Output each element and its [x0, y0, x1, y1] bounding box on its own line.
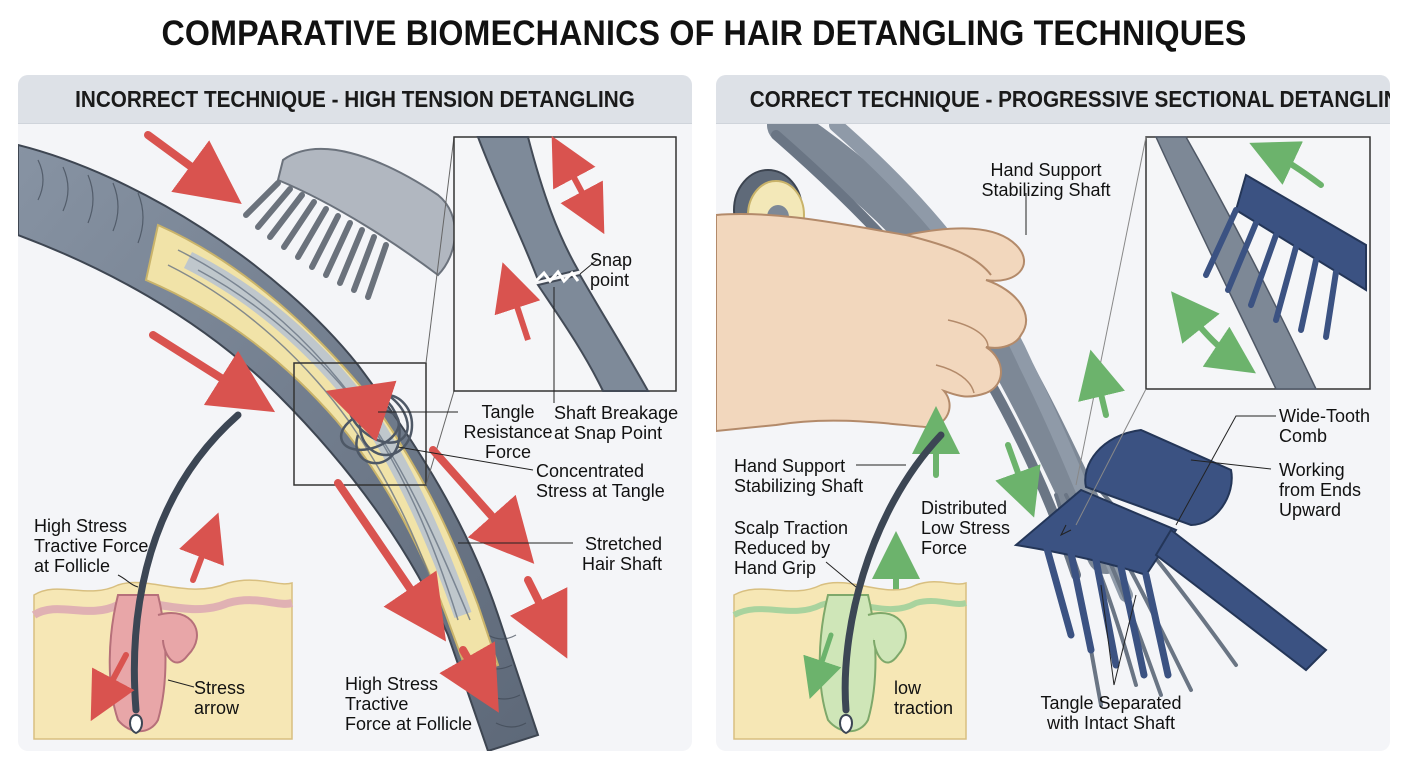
label-stretched-shaft: Stretched Hair Shaft — [581, 534, 662, 574]
label-tangle-separated: Tangle Separated with Intact Shaft — [1040, 693, 1182, 733]
snap-jagged — [534, 269, 580, 284]
hand — [716, 213, 1027, 433]
zoom-green-arrows — [1171, 141, 1324, 374]
correct-technique-illustration — [716, 106, 1371, 740]
zoom-shaft-upper — [476, 136, 580, 282]
label-shaft-breakage: Shaft Breakage at Snap Point — [554, 403, 679, 443]
correct-panel-title: CORRECT TECHNIQUE - PROGRESSIVE SECTIONA… — [749, 86, 1390, 112]
follicle-hair-strand — [130, 411, 242, 714]
label-scalp-traction: Scalp Traction Reduced by Hand Grip — [734, 518, 849, 578]
correct-panel-header: CORRECT TECHNIQUE - PROGRESSIVE SECTIONA… — [716, 75, 1390, 124]
incorrect-panel-header: INCORRECT TECHNIQUE - HIGH TENSION DETAN… — [18, 75, 692, 124]
label-distributed-force: Distributed Low Stress Force — [921, 498, 1011, 558]
follicle-stress-arrows — [90, 512, 224, 722]
gland-right — [867, 612, 907, 664]
label-snap-point: Snap point — [590, 250, 633, 290]
label-low-traction: low traction — [894, 678, 954, 718]
zoom-hair — [1154, 136, 1318, 390]
tangle-inset-box — [293, 362, 427, 486]
comb-blue-teeth — [1042, 541, 1172, 679]
incorrect-technique-panel: INCORRECT TECHNIQUE - HIGH TENSION DETAN… — [18, 75, 692, 751]
comb-grey — [243, 148, 456, 300]
pull-arrow-up — [494, 262, 541, 341]
zoom-comb — [1234, 173, 1367, 292]
sebaceous-gland — [157, 612, 198, 664]
correct-technique-panel: CORRECT TECHNIQUE - PROGRESSIVE SECTIONA… — [716, 75, 1390, 751]
label-wide-tooth-comb: Wide-Tooth Comb — [1279, 406, 1371, 446]
label-tangle-resistance: Tangle Resistance Force — [463, 402, 553, 462]
label-hand-support-left: Hand Support Stabilizing Shaft — [734, 456, 864, 496]
label-follicle-stress-lower: High Stress Tractive Force at Follicle — [345, 674, 473, 734]
label-stress-arrow: Stress arrow — [194, 678, 246, 718]
label-concentrated-stress: Concentrated Stress at Tangle — [536, 461, 665, 501]
cuticle-scales — [37, 159, 527, 728]
main-title: COMPARATIVE BIOMECHANICS OF HAIR DETANGL… — [161, 14, 1247, 53]
follicle-hair-right — [841, 431, 945, 714]
zoom-shaft-lower — [536, 273, 650, 392]
incorrect-technique-illustration — [18, 131, 677, 751]
label-follicle-stress-upper: High Stress Tractive Force at Follicle — [34, 516, 149, 576]
incorrect-panel-title: INCORRECT TECHNIQUE - HIGH TENSION DETAN… — [75, 86, 635, 112]
label-working-from-ends: Working from Ends Upward — [1279, 460, 1362, 520]
comb-blue — [1013, 428, 1328, 672]
label-hand-support-top: Hand Support Stabilizing Shaft — [981, 160, 1111, 200]
pull-arrow-double — [551, 135, 605, 235]
stress-arrows — [144, 131, 568, 713]
